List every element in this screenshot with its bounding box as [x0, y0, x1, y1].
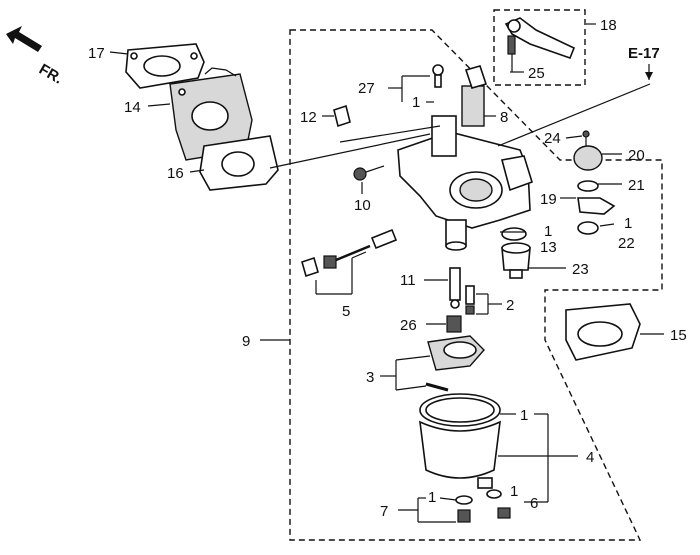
assembly-boundary	[289, 29, 663, 541]
pilot-screw-5	[301, 228, 398, 278]
ring-13	[501, 227, 527, 241]
callout-1-b: 1	[624, 215, 632, 232]
leader-lines	[109, 23, 664, 523]
lever-18	[504, 17, 576, 60]
ring-22	[577, 221, 599, 235]
callout-27: 27	[358, 80, 375, 97]
callout-14: 14	[124, 99, 141, 116]
callout-22: 22	[618, 235, 635, 252]
float-3	[425, 335, 485, 392]
lever-box	[493, 9, 586, 86]
callout-6: 6	[530, 495, 538, 512]
callout-20: 20	[628, 147, 645, 164]
washer-21	[577, 180, 599, 192]
callout-23: 23	[572, 261, 589, 278]
jet-2	[465, 285, 475, 315]
callout-7: 7	[380, 503, 388, 520]
callout-18: 18	[600, 17, 617, 34]
carburetor-body	[333, 64, 533, 251]
callout-1-d: 1	[520, 407, 528, 424]
callout-13: 13	[540, 239, 557, 256]
callout-21: 21	[628, 177, 645, 194]
callout-24: 24	[544, 130, 561, 147]
front-direction-arrow-icon	[6, 26, 42, 52]
callout-1-a: 1	[412, 94, 420, 111]
callout-25: 25	[528, 65, 545, 82]
gasket-15	[565, 303, 641, 361]
callout-12: 12	[300, 109, 317, 126]
nozzle-26	[446, 315, 462, 333]
reference-label: E-17	[628, 45, 660, 62]
gasket-17	[125, 43, 205, 89]
callout-16: 16	[167, 165, 184, 182]
screw-10	[353, 165, 385, 181]
callout-1-f: 1	[428, 489, 436, 506]
callout-17: 17	[88, 45, 105, 62]
callout-9: 9	[242, 333, 250, 350]
callout-19: 19	[540, 191, 557, 208]
callout-11: 11	[400, 272, 416, 289]
gasket-16	[199, 135, 279, 191]
float-chamber-4	[419, 393, 501, 489]
callout-4: 4	[586, 449, 594, 466]
callout-5: 5	[342, 303, 350, 320]
callout-8: 8	[500, 109, 508, 126]
bolt-7	[455, 495, 473, 523]
callout-3: 3	[366, 369, 374, 386]
bolt-6	[486, 489, 511, 519]
spring-19	[577, 197, 616, 215]
callout-10: 10	[354, 197, 371, 214]
callout-1-e: 1	[510, 483, 518, 500]
jet-11	[449, 267, 461, 309]
cup-23	[501, 242, 531, 279]
cap-20	[573, 130, 603, 171]
callout-26: 26	[400, 317, 417, 334]
callout-1-c: 1	[544, 223, 552, 240]
screw-25	[507, 35, 516, 55]
direction-label: FR.	[36, 61, 65, 88]
callout-15: 15	[670, 327, 687, 344]
callout-2: 2	[506, 297, 514, 314]
